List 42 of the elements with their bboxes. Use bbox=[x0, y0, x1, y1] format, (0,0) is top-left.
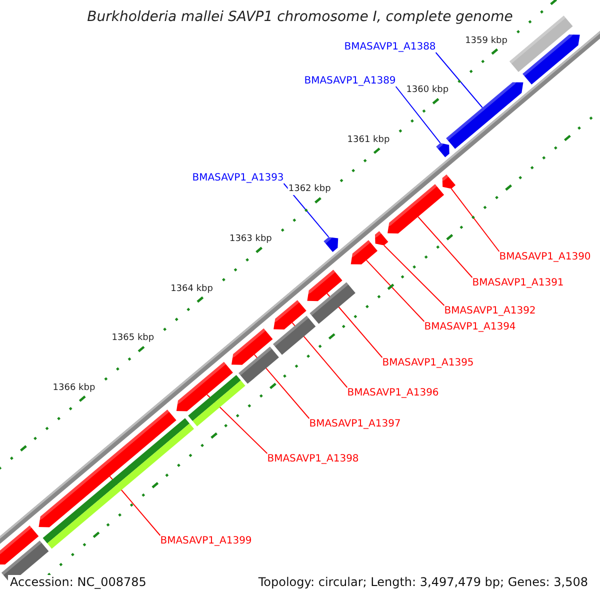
leader-line bbox=[366, 260, 425, 322]
scale-label: 1366 kbp bbox=[52, 384, 96, 394]
gene-label: BMASAVP1_A1398 bbox=[267, 454, 359, 464]
gene-bar bbox=[188, 375, 246, 426]
gene-bar bbox=[273, 316, 316, 355]
leader-line bbox=[326, 292, 383, 358]
gene-label: BMASAVP1_A1388 bbox=[344, 42, 436, 52]
gene-label: BMASAVP1_A1392 bbox=[444, 306, 536, 316]
leader-line bbox=[254, 354, 310, 419]
leader-line bbox=[384, 244, 445, 306]
scale-label: 1364 kbp bbox=[170, 284, 214, 295]
scale-label: 1365 kbp bbox=[110, 334, 156, 344]
gene-feature bbox=[436, 140, 450, 158]
gene-bar bbox=[238, 346, 279, 384]
leader-line bbox=[435, 52, 483, 108]
genome-info-text: Topology: circular; Length: 3,497,479 bp; Genes: 3,508 bbox=[256, 575, 590, 590]
gene-feature bbox=[324, 234, 338, 252]
gene-label: BMASAVP1_A1391 bbox=[472, 278, 564, 288]
leader-line bbox=[206, 394, 268, 454]
scale-label: 1363 kbp bbox=[228, 235, 273, 245]
gene-feature bbox=[439, 174, 456, 189]
leader-line bbox=[283, 183, 330, 238]
gene-label: BMASAVP1_A1393 bbox=[192, 172, 284, 184]
gene-label: BMASAVP1_A1397 bbox=[309, 418, 401, 430]
gene-feature bbox=[0, 526, 39, 565]
accession-text: Accession: NC_008785 bbox=[8, 575, 148, 590]
scale-label: 1359 kbp bbox=[464, 36, 508, 47]
gene-label: BMASAVP1_A1390 bbox=[499, 252, 591, 262]
leader-line bbox=[418, 216, 473, 278]
gene-bar bbox=[310, 282, 356, 324]
leader-line bbox=[292, 322, 348, 388]
leader-line bbox=[395, 86, 441, 144]
gene-label: BMASAVP1_A1399 bbox=[160, 536, 252, 546]
gene-label: BMASAVP1_A1395 bbox=[382, 358, 474, 368]
title: Burkholderia mallei SAVP1 chromosome I, complete genome bbox=[87, 10, 513, 26]
scale-label: 1361 kbp bbox=[346, 136, 391, 146]
leader-line bbox=[450, 188, 500, 252]
gene-label: BMASAVP1_A1396 bbox=[347, 388, 439, 398]
scale-label: 1360 kbp bbox=[405, 86, 450, 96]
gene-label: BMASAVP1_A1394 bbox=[424, 322, 516, 332]
gene-label: BMASAVP1_A1389 bbox=[304, 76, 396, 86]
scale-label: 1362 kbp bbox=[287, 185, 332, 196]
